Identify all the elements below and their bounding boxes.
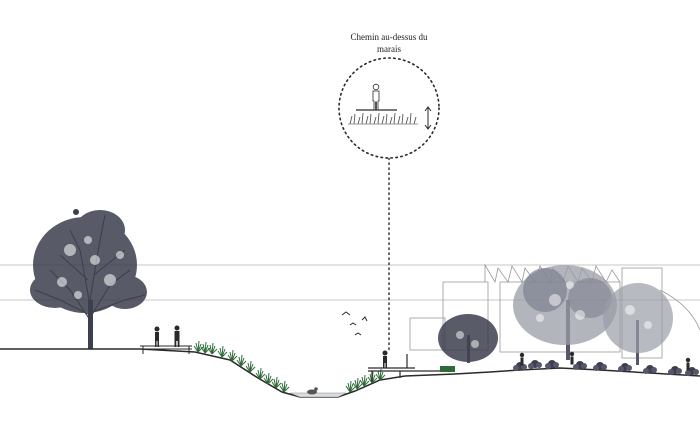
ground-profile xyxy=(0,348,700,398)
callout-label-line2: marais xyxy=(377,44,401,54)
vertical-arrow-icon xyxy=(424,106,432,130)
duck-icon xyxy=(307,387,318,395)
tree-left xyxy=(30,209,147,349)
reeds-left-bank xyxy=(193,340,290,393)
person-icon xyxy=(372,83,380,111)
bird-icon xyxy=(341,311,368,336)
person-icon xyxy=(382,350,388,368)
callout-label: Chemin au-dessus du marais xyxy=(330,31,448,55)
callout-detail xyxy=(348,83,432,130)
callout-label-line1: Chemin au-dessus du xyxy=(350,32,428,42)
tree-far-right xyxy=(603,283,673,365)
shrubs-right xyxy=(513,360,699,376)
person-icon xyxy=(174,325,180,347)
marsh-boardwalk xyxy=(368,354,455,382)
person-icon xyxy=(519,352,525,366)
callout-circle xyxy=(338,57,440,159)
person-icon xyxy=(569,351,575,365)
person-icon xyxy=(154,326,160,347)
footbridge-left xyxy=(140,345,192,354)
water-surface xyxy=(289,392,347,398)
tree-right-large xyxy=(513,265,617,360)
person-icon xyxy=(685,357,691,371)
tree-right-small xyxy=(438,314,498,363)
